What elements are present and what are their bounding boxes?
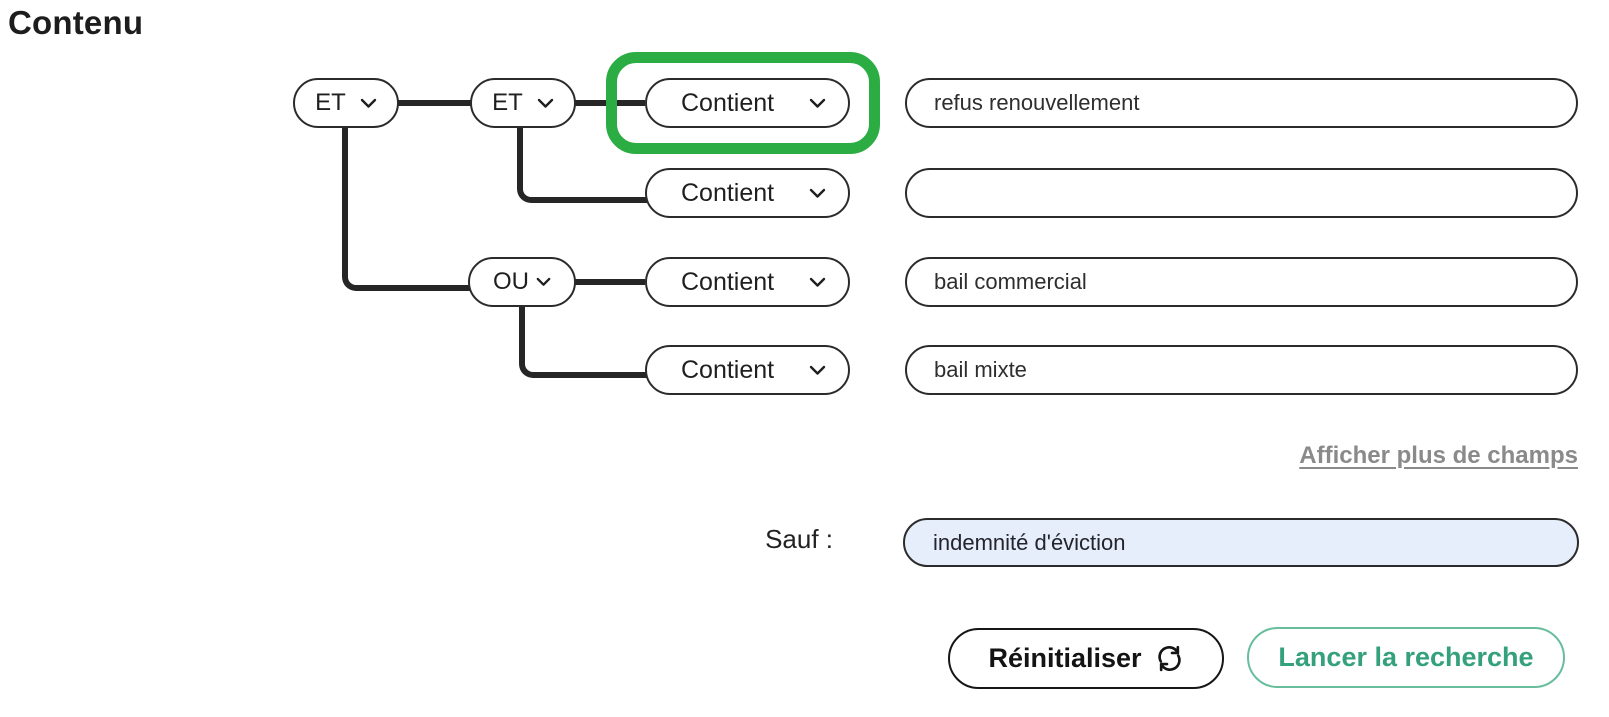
search-term-input-2[interactable] <box>905 168 1578 218</box>
chevron-down-icon <box>809 188 826 198</box>
connector-line <box>398 100 472 106</box>
condition-select-1[interactable]: Contient <box>645 78 850 128</box>
launch-search-button[interactable]: Lancer la recherche <box>1247 627 1565 688</box>
connector-elbow <box>342 126 470 291</box>
page-title: Contenu <box>8 4 144 41</box>
reset-button[interactable]: Réinitialiser <box>948 628 1224 689</box>
chevron-down-icon <box>536 277 551 286</box>
condition-select-4[interactable]: Contient <box>645 345 850 395</box>
connector-elbow <box>519 305 651 378</box>
connector-line <box>573 100 645 106</box>
except-label: Sauf : <box>765 524 833 554</box>
condition-select-3[interactable]: Contient <box>645 257 850 307</box>
root-operator-label: ET <box>315 89 346 116</box>
condition-label: Contient <box>681 178 775 207</box>
search-term-input-4[interactable] <box>905 345 1578 395</box>
condition-label: Contient <box>681 355 775 384</box>
chevron-down-icon <box>809 277 826 287</box>
reset-button-label: Réinitialiser <box>988 643 1142 673</box>
search-term-input-1[interactable] <box>905 78 1578 128</box>
chevron-down-icon <box>809 98 826 108</box>
except-input[interactable] <box>903 518 1579 567</box>
chevron-down-icon <box>360 98 377 108</box>
launch-search-button-label: Lancer la recherche <box>1278 642 1534 672</box>
show-more-fields-link[interactable]: Afficher plus de champs <box>1299 442 1578 469</box>
condition-label: Contient <box>681 88 775 117</box>
condition-select-2[interactable]: Contient <box>645 168 850 218</box>
group1-operator-label: ET <box>492 89 523 116</box>
connector-elbow <box>517 126 651 203</box>
chevron-down-icon <box>809 365 826 375</box>
connector-line <box>573 279 645 285</box>
refresh-icon <box>1157 645 1181 672</box>
chevron-down-icon <box>537 98 554 108</box>
group1-operator-select[interactable]: ET <box>470 78 576 128</box>
group2-operator-label: OU <box>493 268 529 295</box>
search-term-input-3[interactable] <box>905 257 1578 307</box>
condition-label: Contient <box>681 267 775 296</box>
root-operator-select[interactable]: ET <box>293 78 399 128</box>
group2-operator-select[interactable]: OU <box>468 257 576 307</box>
